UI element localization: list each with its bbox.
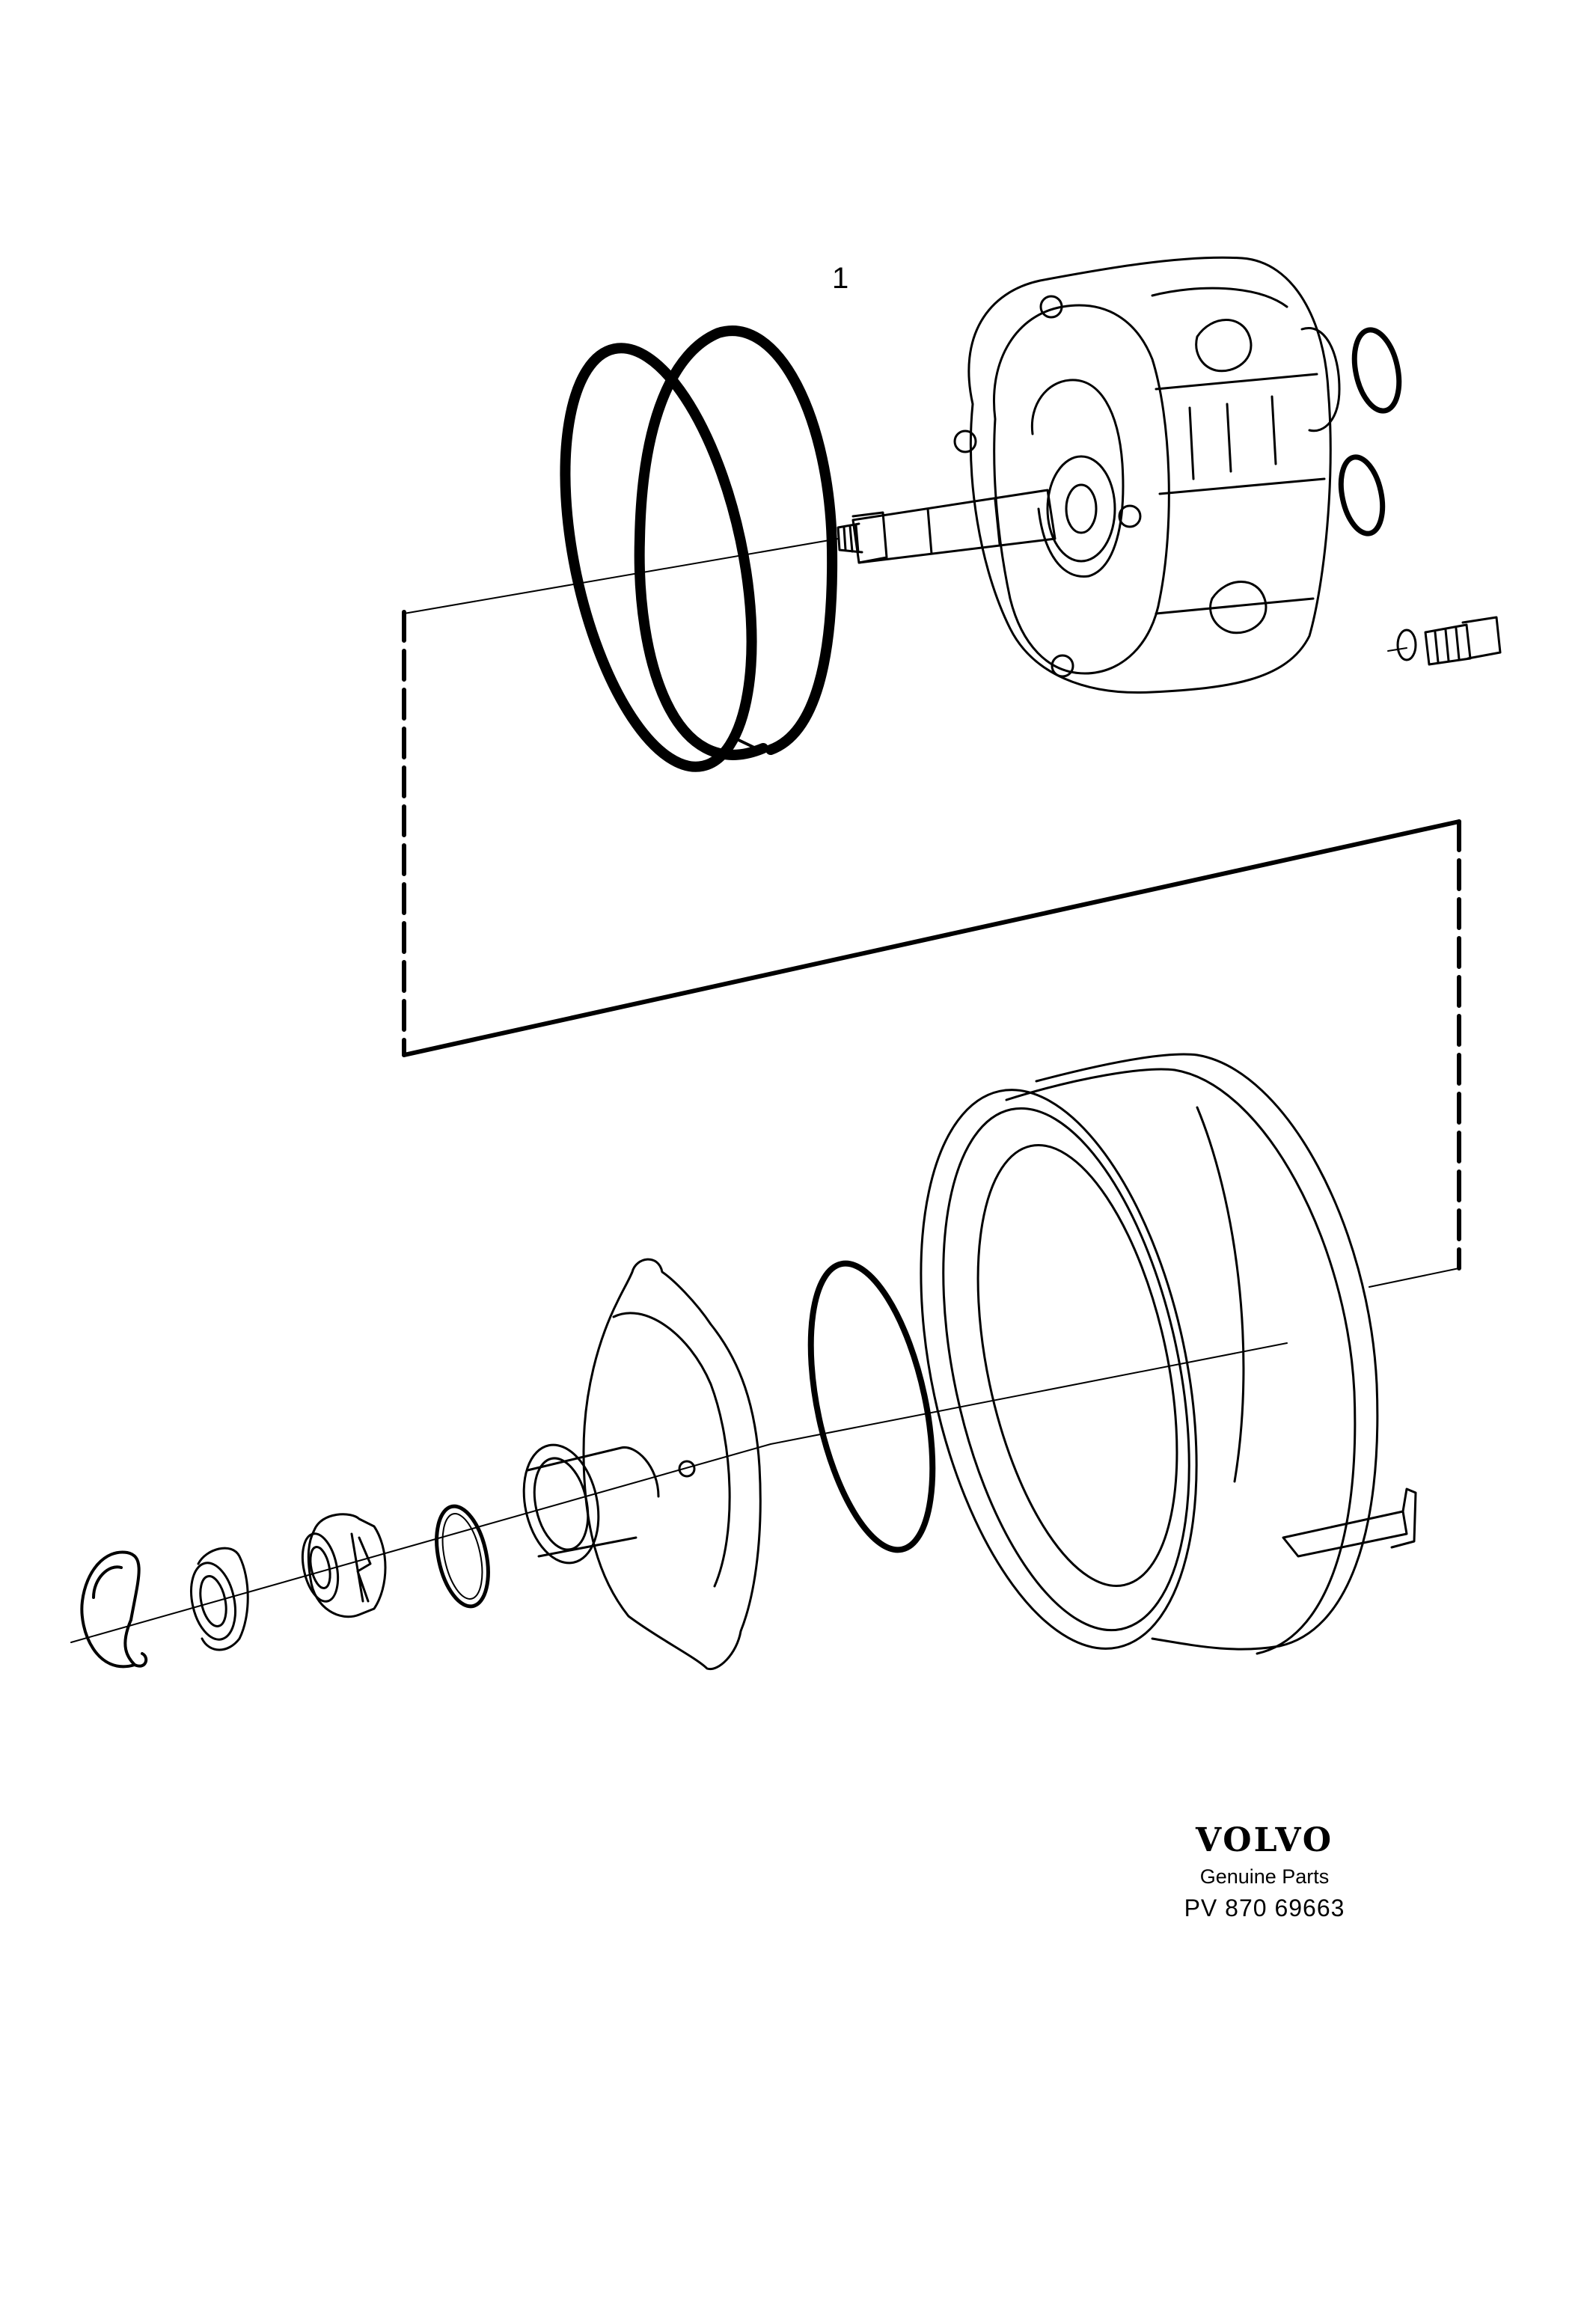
o-ring-small-b bbox=[1335, 453, 1389, 538]
drum-housing bbox=[771, 1054, 1416, 1674]
circlip bbox=[82, 1552, 146, 1666]
o-ring-large bbox=[789, 1253, 955, 1560]
plug-valve bbox=[1388, 617, 1500, 664]
seal-ring-large-outer bbox=[532, 331, 785, 783]
part-number: PV 870 69663 bbox=[1184, 1895, 1345, 1921]
cover-plate bbox=[513, 1259, 760, 1669]
volvo-logo: VOLVO bbox=[1195, 1821, 1334, 1859]
spacer-washer bbox=[185, 1548, 248, 1650]
callout-1: 1 bbox=[832, 262, 849, 295]
pump-housing bbox=[955, 257, 1339, 692]
snap-ring-small bbox=[429, 1502, 497, 1611]
o-ring-small-a bbox=[1348, 325, 1406, 415]
valve-bushing bbox=[297, 1514, 385, 1617]
seal-ring-large-split bbox=[640, 331, 832, 755]
axis-line-bottom bbox=[71, 1444, 771, 1642]
brand-subtitle: Genuine Parts bbox=[1199, 1865, 1330, 1888]
brand-block: VOLVO Genuine Parts PV 870 69663 bbox=[1164, 1820, 1366, 1924]
alignment-leader-lines bbox=[404, 612, 1459, 1287]
